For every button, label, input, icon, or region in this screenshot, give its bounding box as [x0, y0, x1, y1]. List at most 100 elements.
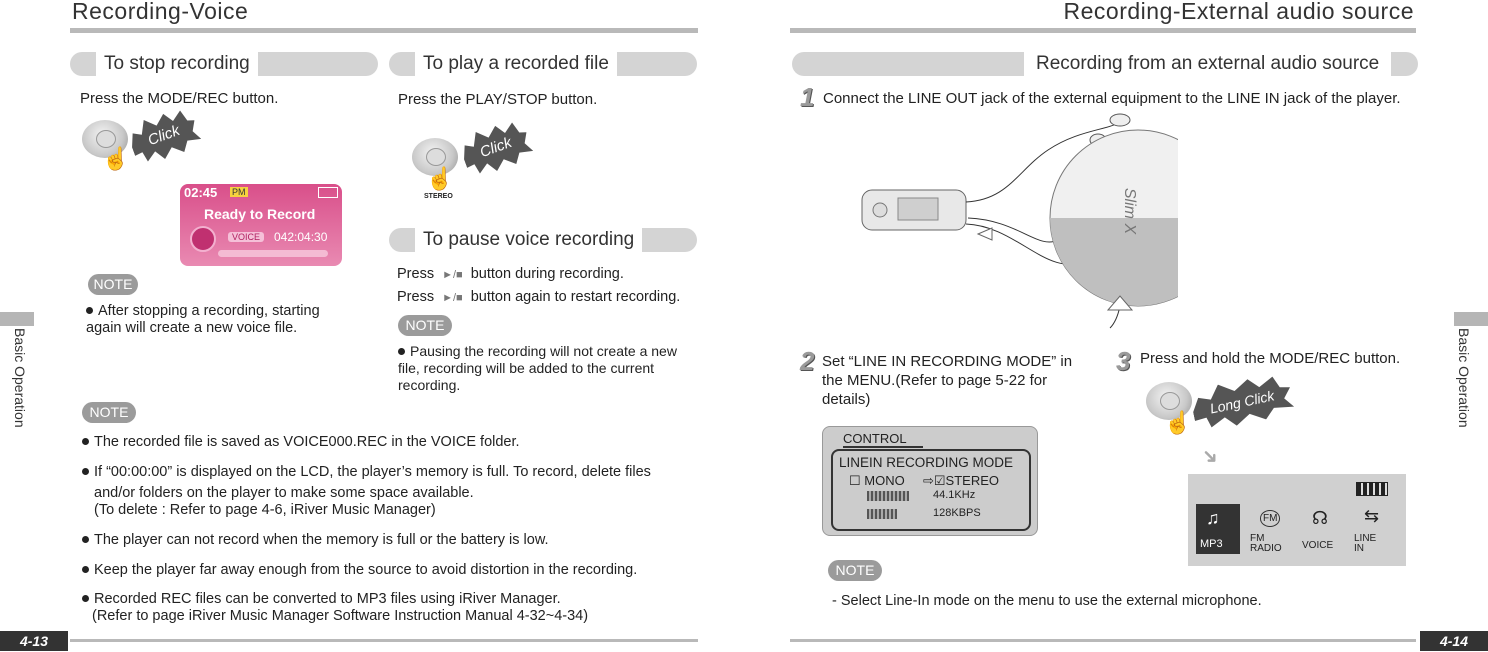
mono-label: MONO — [864, 473, 905, 488]
section-title: Recording from an external audio source — [1024, 52, 1392, 76]
play-stop-button — [412, 138, 458, 176]
fm-radio-icon: FM — [1260, 510, 1281, 527]
note-item-text: The player can not record when the memor… — [94, 532, 549, 548]
step-3-text: Press and hold the MODE/REC button. — [1140, 350, 1401, 367]
step-2-text: Set “LINE IN RECORDING MODE” in the MENU… — [822, 353, 1073, 408]
rate-value: 128KBPS — [933, 507, 981, 519]
menu-label: FM RADIO — [1250, 533, 1282, 554]
section-stop-recording: To stop recording — [70, 52, 378, 76]
lcd-time: 02:45 — [184, 185, 218, 200]
side-tab — [0, 312, 34, 326]
rate-slider — [867, 509, 897, 519]
click-burst: Click — [457, 116, 536, 181]
note-item: If “00:00:00” is displayed on the LCD, t… — [82, 464, 651, 481]
section-pause-recording: To pause voice recording — [389, 228, 697, 252]
lcd-panel — [831, 449, 1031, 531]
hand-pointer-icon: ☝ — [102, 146, 130, 171]
note-item: The player can not record when the memor… — [82, 532, 549, 549]
menu-item-mp3: ♫ MP3 — [1196, 504, 1240, 554]
step-1-text: Connect the LINE OUT jack of the externa… — [823, 90, 1401, 107]
play-pause-icon: ►/■ — [442, 292, 463, 304]
arrow-down-right-icon: ➜ — [1196, 443, 1224, 471]
menu-item-fm-radio: FM FM RADIO — [1248, 504, 1292, 554]
pause-note-text: Pausing the recording will not create a … — [398, 343, 677, 393]
footer-rule — [70, 639, 698, 642]
footer-rule — [790, 639, 1416, 642]
section-title: To play a recorded file — [415, 52, 617, 76]
pause-line-2: Press ►/■ button again to restart record… — [397, 288, 680, 307]
mono-option: ☐ MONO — [849, 473, 905, 488]
pause-line-2-prefix: Press — [397, 289, 435, 305]
lcd-tab: CONTROL — [843, 431, 923, 448]
lcd-status: Ready to Record — [204, 206, 316, 222]
section-title: To stop recording — [96, 52, 258, 76]
long-click-burst: Long Click — [1189, 370, 1296, 434]
lcd-mode: VOICE — [228, 232, 265, 242]
device-brand: Slim X — [1121, 187, 1139, 235]
menu-label: MP3 — [1200, 538, 1223, 550]
connection-illustration: Slim X — [858, 110, 1227, 340]
stop-instruction: Press the MODE/REC button. — [80, 90, 279, 107]
play-instruction: Press the PLAY/STOP button. — [398, 91, 598, 108]
note-item-text: If “00:00:00” is displayed on the LCD, t… — [94, 464, 651, 480]
music-note-icon: ♫ — [1206, 508, 1220, 528]
freq-value: 44.1KHz — [933, 489, 976, 501]
note-item-text: The recorded file is saved as VOICE000.R… — [94, 434, 520, 450]
side-label: Basic Operation — [12, 328, 28, 428]
note-badge: NOTE — [398, 315, 452, 336]
right-note: - Select Line-In mode on the menu to use… — [832, 593, 1262, 609]
stereo-label: STEREO — [424, 193, 453, 200]
mode-rec-button — [1146, 382, 1192, 420]
click-burst: Click — [125, 104, 204, 169]
stereo-option: ⇨☑STEREO — [923, 473, 1000, 488]
line-in-icon: ⇆ — [1364, 506, 1380, 526]
note-item-continued: and/or folders on the player to make som… — [94, 485, 474, 501]
line-in-mode-screen: CONTROL LINEIN RECORDING MODE ☐ MONO ⇨☑S… — [822, 426, 1038, 536]
note-badge: NOTE — [82, 402, 136, 423]
note-item: Recorded REC files can be converted to M… — [82, 591, 561, 608]
side-label: Basic Operation — [1456, 328, 1472, 428]
left-header-rule — [70, 28, 698, 33]
battery-icon — [1356, 482, 1388, 496]
lcd-title: LINEIN RECORDING MODE — [839, 455, 1014, 470]
note-item: Keep the player far away enough from the… — [82, 562, 637, 579]
note-item-text: Keep the player far away enough from the… — [94, 562, 638, 578]
page-number: 4-13 — [0, 631, 68, 651]
mode-rec-button — [82, 120, 128, 158]
pause-line-1: Press ►/■ button during recording. — [397, 265, 624, 284]
section-play-recorded-file: To play a recorded file — [389, 52, 697, 76]
note-item: The recorded file is saved as VOICE000.R… — [82, 434, 520, 451]
side-tab — [1454, 312, 1488, 326]
stop-note-text: After stopping a recording, starting aga… — [86, 303, 320, 336]
lcd-ampm: PM — [230, 187, 248, 197]
ready-to-record-screen: 02:45 PM Ready to Record VOICE 042:04:30 — [180, 184, 342, 266]
note-badge: NOTE — [828, 560, 882, 581]
menu-item-voice: ☊ VOICE — [1298, 504, 1342, 554]
menu-item-line-in: ⇆ LINE IN — [1352, 504, 1396, 554]
hand-pointer-icon: ☝ — [1164, 410, 1192, 435]
stereo-label: STEREO — [945, 473, 1000, 488]
battery-icon — [318, 187, 338, 198]
record-icon — [190, 226, 216, 252]
mode-menu-screen: ♫ MP3 FM FM RADIO ☊ VOICE ⇆ LINE IN — [1188, 474, 1406, 566]
note-item-continued: (To delete : Refer to page 4-6, iRiver M… — [94, 502, 436, 518]
left-page-title: Recording-Voice — [72, 0, 249, 24]
page-number: 4-14 — [1420, 631, 1488, 651]
menu-label: LINE IN — [1354, 533, 1377, 554]
step-number: 2 — [800, 346, 815, 376]
note-badge: NOTE — [88, 274, 138, 295]
freq-slider — [867, 491, 909, 501]
note-item-text: Recorded REC files can be converted to M… — [94, 591, 561, 607]
step-number: 3 — [1116, 346, 1131, 376]
right-header-rule — [790, 28, 1416, 33]
note-item-continued: (Refer to page iRiver Music Manager Soft… — [92, 608, 589, 624]
menu-label: VOICE — [1302, 540, 1334, 551]
stop-note: After stopping a recording, starting aga… — [86, 303, 336, 337]
lcd-counter: 042:04:30 — [274, 230, 328, 244]
voice-icon: ☊ — [1312, 508, 1328, 528]
hand-pointer-icon: ☝ — [426, 166, 454, 191]
section-external-source: Recording from an external audio source — [792, 52, 1418, 76]
right-page-title: Recording-External audio source — [1063, 0, 1414, 24]
progress-bar — [218, 250, 328, 257]
play-pause-icon: ►/■ — [442, 269, 463, 281]
